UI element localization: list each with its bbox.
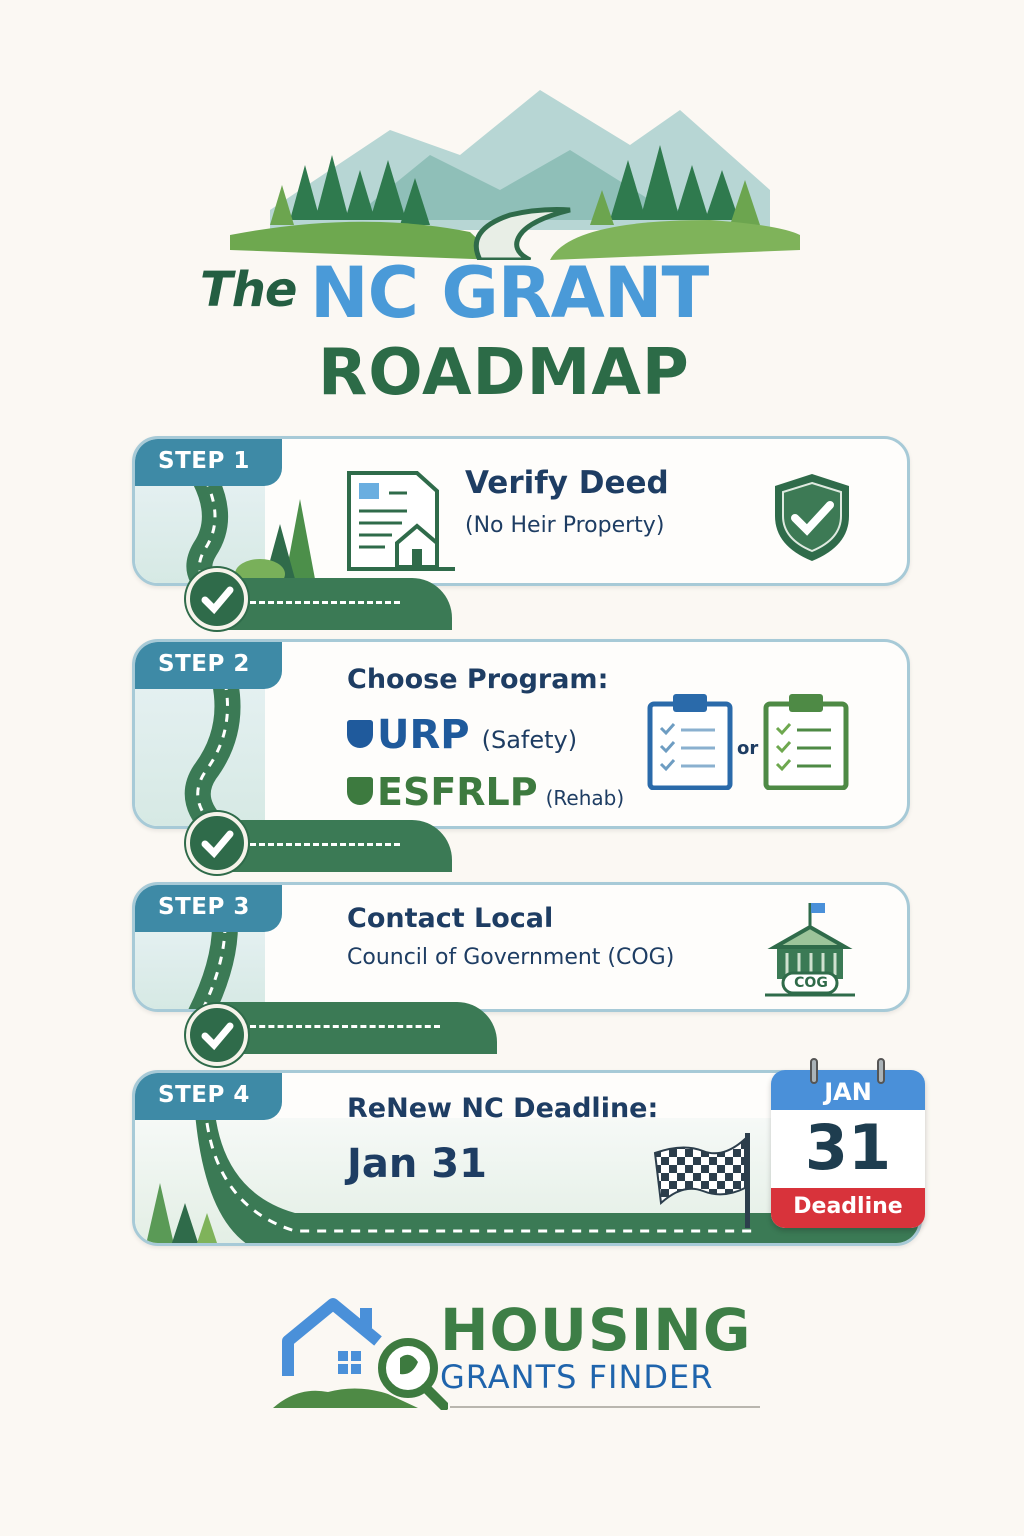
program-esfrlp: ESFRLP (Rehab) [347,770,624,814]
mountain-road-landscape-icon [230,90,800,260]
deed-document-house-icon [347,471,455,571]
clipboard-checklist-green-icon [763,694,849,790]
step-2-card: STEP 2 Choose Program: URP (Safety) ESFR… [132,639,910,829]
step-3-badge: STEP 3 [135,885,282,932]
road-connector [212,578,452,630]
logo-underline [450,1406,760,1408]
calendar-day: 31 [804,1111,892,1184]
cog-label: COG [794,975,828,991]
step-4-badge: STEP 4 [135,1073,282,1120]
step-3-subtitle: Council of Government (COG) [347,945,675,970]
title-prefix: The [200,262,297,318]
road-connector [212,820,452,872]
logo-housing: HOUSING [440,1296,752,1364]
finish-road-icon [146,1113,919,1243]
title-main: NC GRANT [310,252,709,334]
shield-check-green-icon [347,777,373,805]
winding-road-icon [184,682,241,826]
step-1-subtitle: (No Heir Property) [465,513,665,538]
house-magnifier-icon [273,1298,448,1410]
title-sub: ROADMAP [318,336,690,410]
step-4-title: ReNew NC Deadline: [347,1093,659,1124]
calendar-icon: JAN 31 Deadline [771,1070,925,1228]
step-1-check-icon [186,568,248,630]
or-label: or [737,738,759,759]
step-1-card: STEP 1 Verify Deed (No Heir Property) [132,436,910,586]
clipboard-checklist-blue-icon [647,694,733,790]
government-building-icon [765,903,855,997]
trees-icon [235,499,315,583]
calendar-month: JAN [771,1070,925,1110]
calendar-ring [877,1058,885,1084]
calendar-label: Deadline [771,1188,925,1228]
calendar-ring [810,1058,818,1084]
step-1-badge: STEP 1 [135,439,282,486]
step-3-title: Contact Local [347,903,554,934]
road-connector [212,1002,497,1054]
step-1-title: Verify Deed [465,465,669,501]
step-3-card: STEP 3 Contact Local Council of Governme… [132,882,910,1012]
step-2-check-icon [186,812,248,874]
shield-check-blue-icon [347,720,373,748]
step-4-date: Jan 31 [347,1141,487,1187]
logo-grants-finder: GRANTS FINDER [440,1358,714,1396]
winding-road-icon [188,925,238,1009]
step-3-check-icon [186,1004,248,1066]
program-urp: URP (Safety) [347,712,577,758]
shield-check-icon [775,474,849,561]
checkered-flag-icon [653,1133,750,1228]
step-2-badge: STEP 2 [135,642,282,689]
step-2-title: Choose Program: [347,664,609,695]
